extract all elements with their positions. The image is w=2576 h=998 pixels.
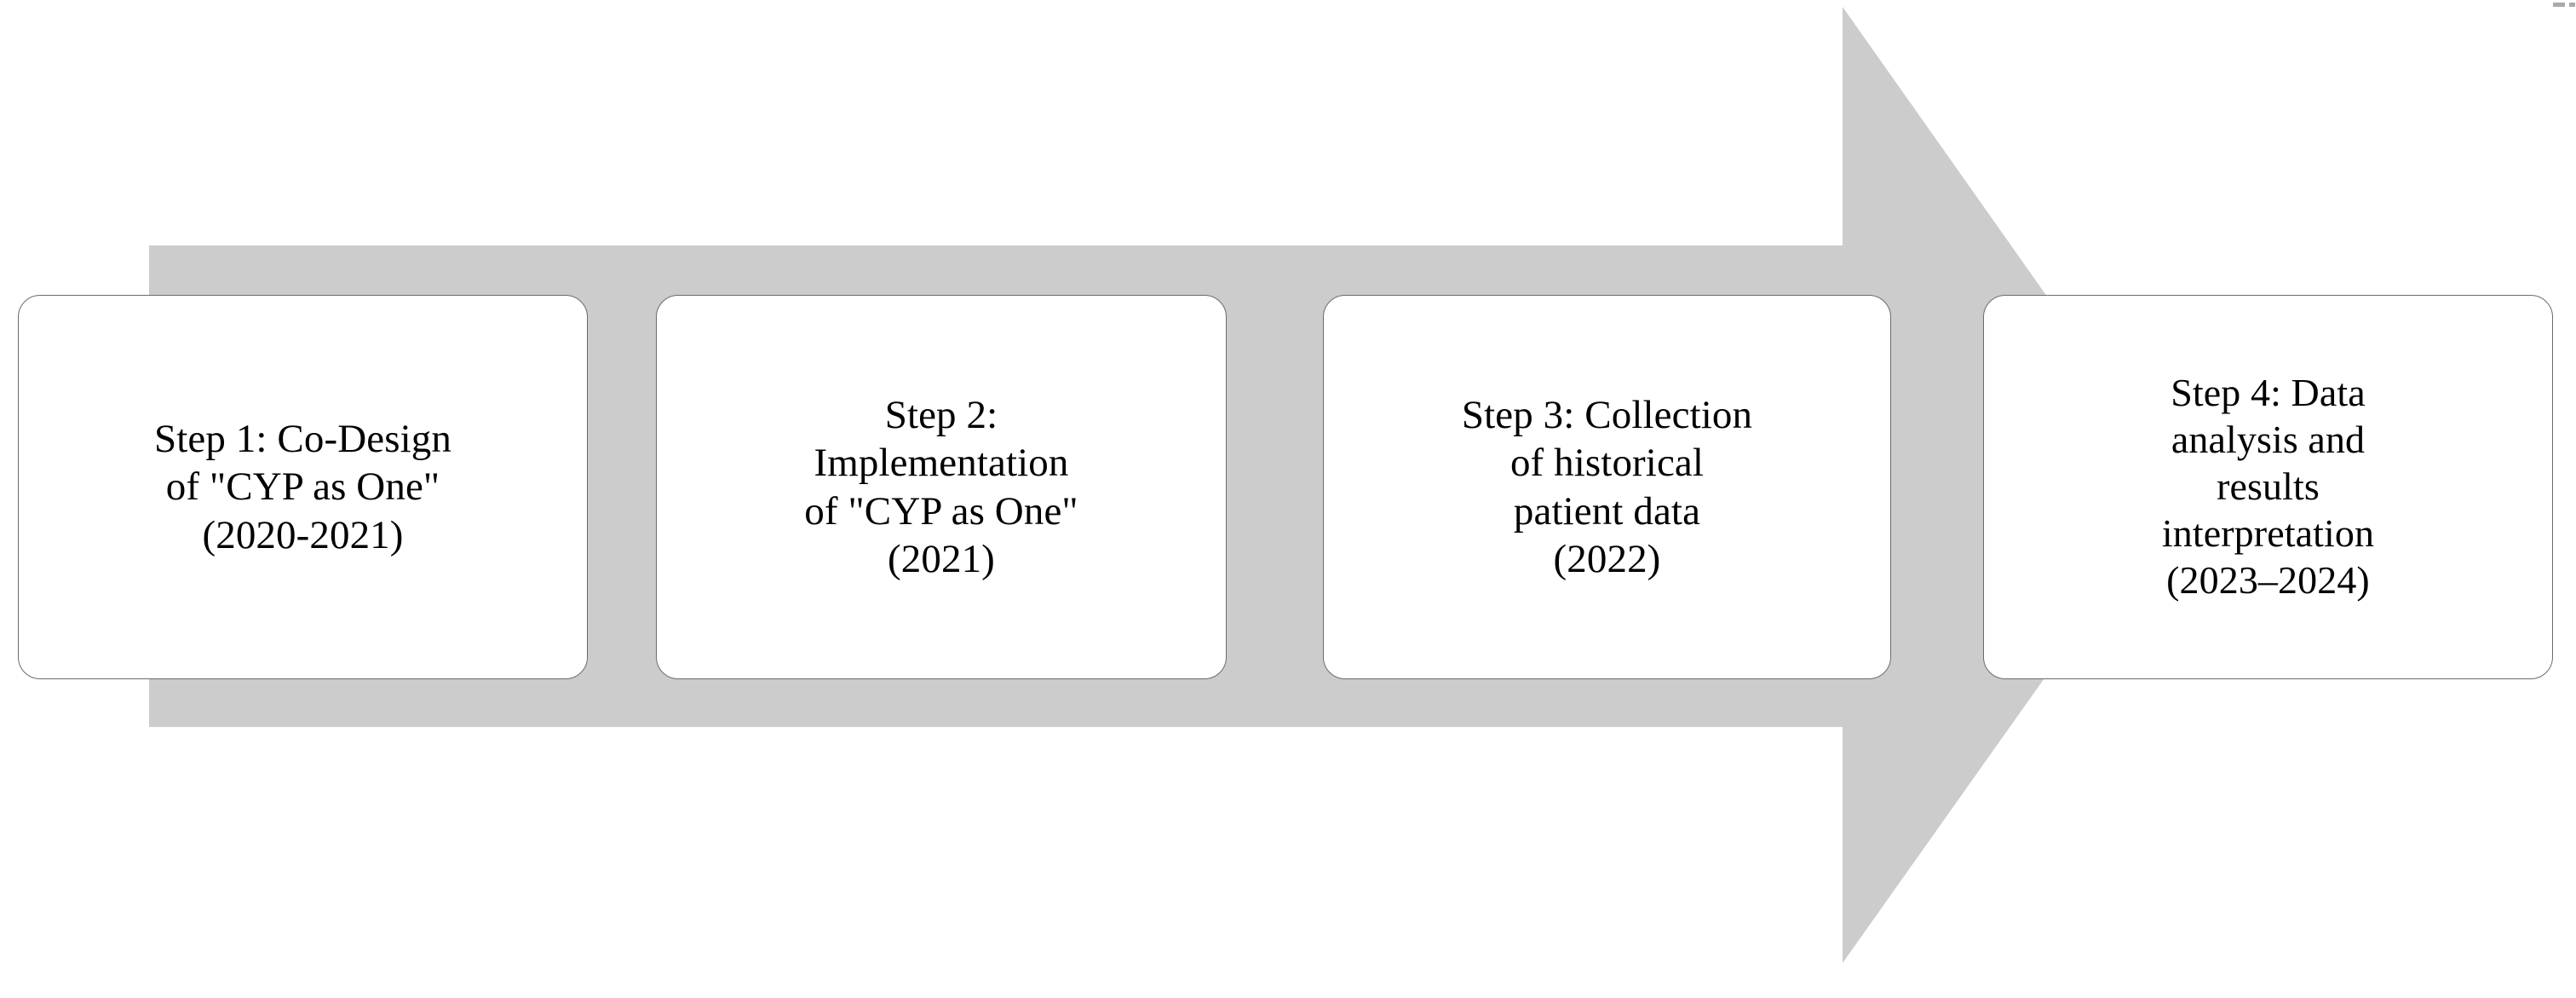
step-2-label: Step 2: Implementation of "CYP as One" (… (804, 393, 1078, 581)
step-box-1[interactable]: Step 1: Co-Design of "CYP as One" (2020-… (18, 295, 588, 679)
crop-registration-mark (2553, 3, 2575, 7)
step-box-4[interactable]: Step 4: Data analysis and results interp… (1983, 295, 2553, 679)
step-4-label: Step 4: Data analysis and results interp… (2161, 371, 2375, 602)
step-box-3[interactable]: Step 3: Collection of historical patient… (1323, 295, 1891, 679)
step-1-label: Step 1: Co-Design of "CYP as One" (2020-… (154, 417, 451, 557)
step-boxes-row: Step 1: Co-Design of "CYP as One" (2020-… (0, 295, 2576, 679)
step-3-label: Step 3: Collection of historical patient… (1461, 393, 1753, 581)
step-box-2[interactable]: Step 2: Implementation of "CYP as One" (… (656, 295, 1227, 679)
